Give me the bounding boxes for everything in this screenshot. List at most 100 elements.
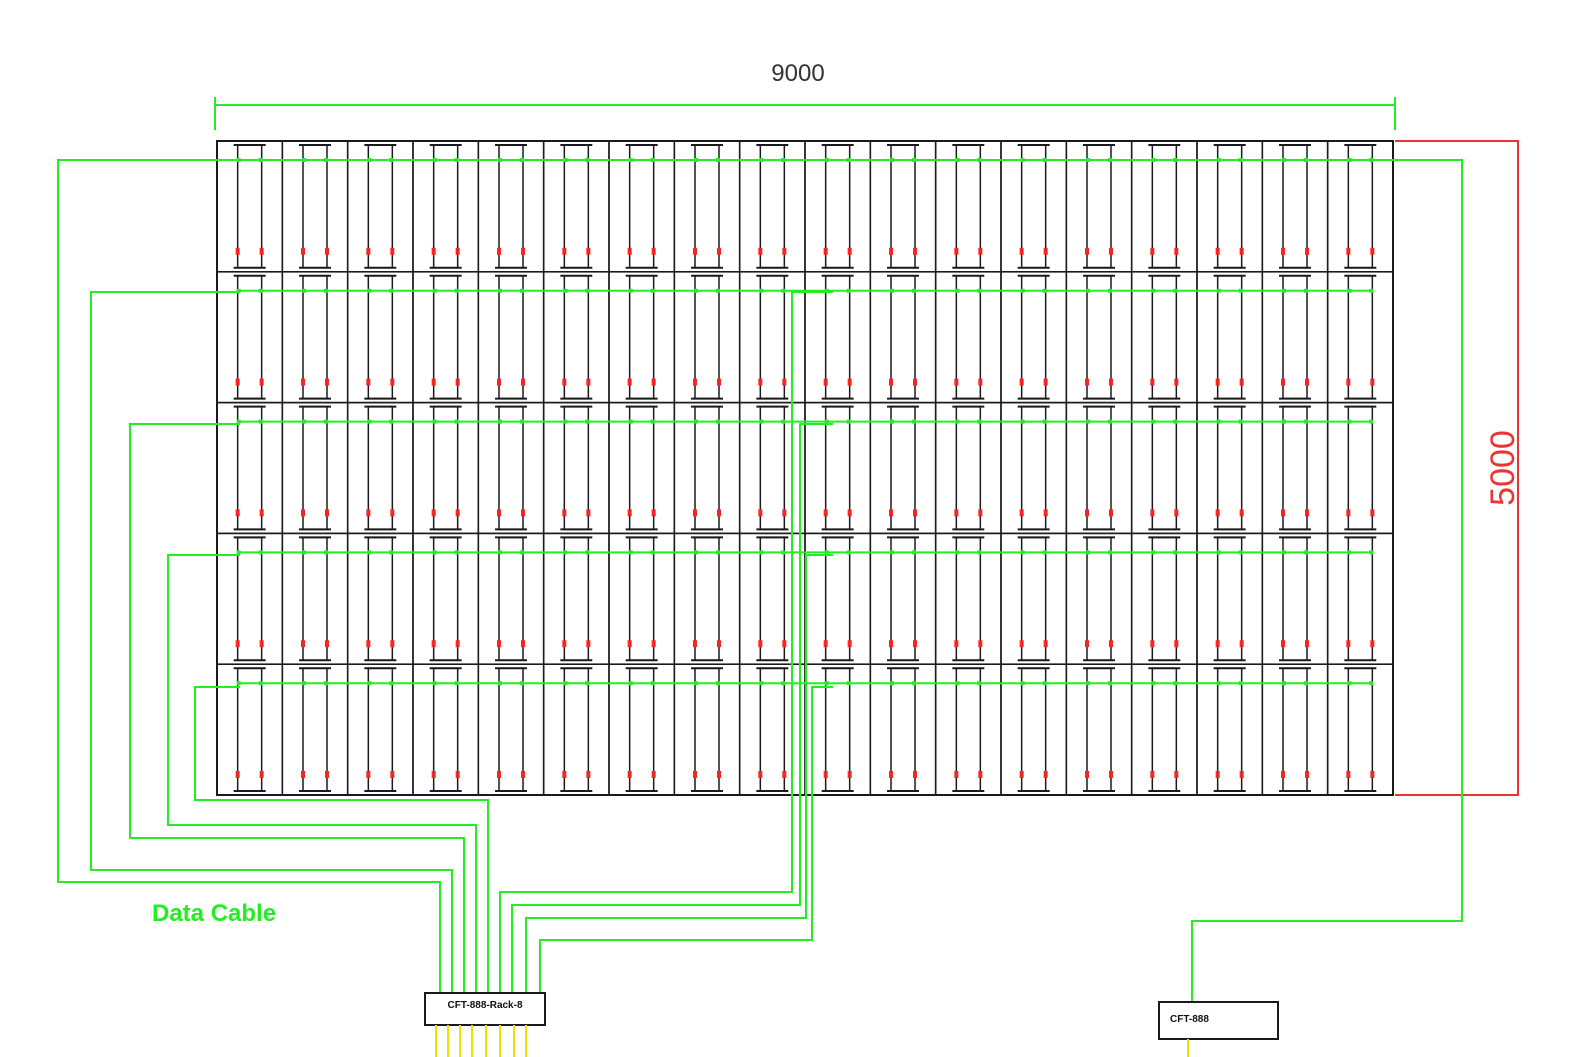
power-marker [259, 771, 264, 778]
power-marker [913, 378, 917, 386]
power-marker [1215, 771, 1220, 778]
power-marker [1085, 509, 1089, 517]
power-marker [455, 771, 460, 778]
controller-rack-outputs [435, 1025, 527, 1057]
data-cable-routing [57, 159, 1463, 1003]
power-marker [562, 509, 567, 517]
power-marker [455, 247, 460, 255]
cabinet [608, 532, 676, 665]
power-marker [954, 509, 959, 517]
power-marker [627, 378, 632, 386]
power-marker [1109, 247, 1113, 255]
cabinet [934, 663, 1002, 796]
cable-row-1-right [1191, 159, 1463, 1003]
power-marker [1174, 509, 1179, 517]
power-marker [913, 247, 917, 255]
power-marker [301, 247, 305, 255]
power-marker [366, 378, 371, 386]
power-marker [497, 378, 501, 386]
cabinet [477, 532, 545, 665]
cabinet [1261, 401, 1329, 535]
power-marker [782, 378, 787, 386]
power-marker [1305, 247, 1309, 255]
power-marker [717, 640, 721, 648]
power-marker [521, 247, 525, 255]
power-marker [1346, 509, 1351, 517]
controller-single-label: CFT-888 [1170, 1014, 1209, 1025]
cabinet [477, 663, 545, 796]
power-marker [889, 247, 893, 255]
power-marker [431, 509, 436, 517]
power-marker [235, 509, 240, 517]
power-marker [562, 247, 567, 255]
cabinet [738, 401, 806, 535]
power-marker [235, 378, 240, 386]
power-marker [325, 771, 329, 778]
power-marker [366, 247, 371, 255]
cabinet [673, 271, 741, 404]
controller-rack: CFT-888-Rack-8 [424, 992, 546, 1057]
power-marker [1281, 640, 1285, 648]
height-dimension: 5000 [1395, 140, 1522, 796]
power-marker [889, 378, 893, 386]
power-marker [1346, 771, 1351, 778]
power-marker [758, 509, 763, 517]
power-marker [627, 509, 632, 517]
power-marker [562, 771, 567, 778]
cabinet [804, 140, 872, 273]
power-marker [586, 247, 591, 255]
power-marker [847, 771, 852, 778]
power-marker [823, 509, 828, 517]
data-cable-label: Data Cable [152, 900, 276, 927]
width-dimension: 9000 [214, 60, 1396, 130]
power-marker [954, 771, 959, 778]
power-marker [954, 640, 959, 648]
power-marker [1370, 378, 1375, 386]
power-marker [1370, 771, 1375, 778]
power-marker [366, 640, 371, 648]
cabinet [1000, 532, 1068, 665]
power-marker [1109, 378, 1113, 386]
power-marker [455, 378, 460, 386]
power-marker [301, 640, 305, 648]
cabinet [1196, 532, 1264, 665]
power-marker [259, 509, 264, 517]
cabinet [216, 271, 284, 404]
cabinet [738, 663, 806, 796]
power-marker [758, 771, 763, 778]
cabinet [869, 271, 937, 404]
cabinet [412, 532, 480, 665]
power-marker [847, 247, 852, 255]
cabinet [1000, 271, 1068, 404]
power-marker [1043, 509, 1048, 517]
power-marker [1043, 771, 1048, 778]
cabinet [216, 532, 284, 665]
power-marker [758, 378, 763, 386]
cabinet [1196, 271, 1264, 404]
power-marker [1370, 509, 1375, 517]
power-marker [301, 378, 305, 386]
power-marker [693, 247, 697, 255]
power-marker [717, 771, 721, 778]
power-marker [1239, 771, 1244, 778]
power-marker [823, 378, 828, 386]
power-marker [1346, 378, 1351, 386]
cable-row-4-right [525, 554, 833, 993]
height-dimension-line [1395, 140, 1519, 796]
power-marker [390, 640, 395, 648]
power-marker [1346, 247, 1351, 255]
power-marker [823, 247, 828, 255]
power-marker [1305, 509, 1309, 517]
power-marker [627, 247, 632, 255]
power-marker [693, 509, 697, 517]
power-marker [325, 378, 329, 386]
power-marker [390, 247, 395, 255]
power-marker [301, 771, 305, 778]
power-marker [1174, 771, 1179, 778]
power-marker [521, 640, 525, 648]
power-marker [913, 640, 917, 648]
power-marker [586, 640, 591, 648]
power-marker [586, 771, 591, 778]
power-marker [521, 771, 525, 778]
